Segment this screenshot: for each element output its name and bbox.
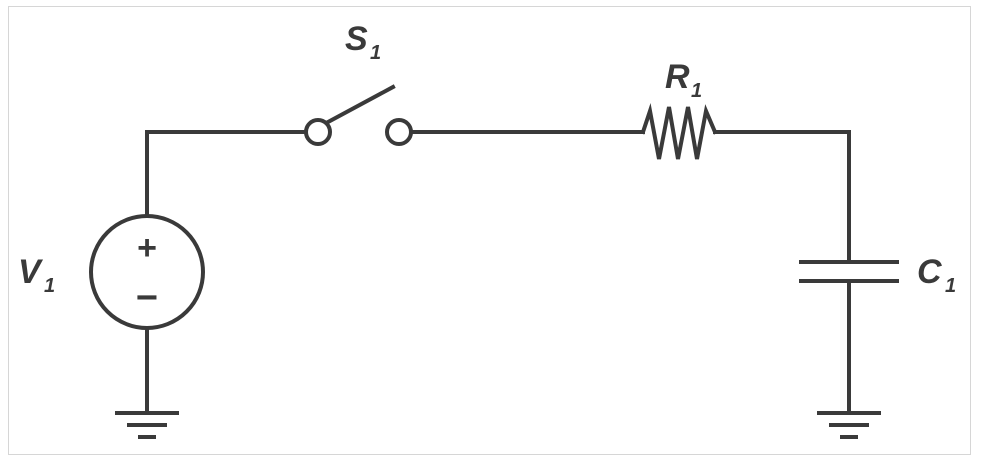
diagram-frame: [8, 6, 971, 455]
capacitor: [799, 260, 899, 283]
resistor: [640, 103, 718, 160]
label-s1-letter: S: [345, 20, 368, 58]
circuit-wires: [145, 130, 851, 415]
label-v1-index: 1: [44, 275, 55, 297]
switch-left-terminal: [304, 118, 332, 146]
voltage-source-circle: [89, 214, 205, 330]
ground-symbol-right: [817, 411, 881, 439]
ground-symbol-left: [115, 411, 179, 439]
label-v1: V 1: [18, 253, 55, 297]
switch-lever: [325, 84, 396, 125]
label-s1-index: 1: [370, 42, 381, 64]
label-s1: S 1: [345, 20, 381, 64]
wire-top-right: [713, 130, 851, 264]
label-c1-index: 1: [945, 275, 956, 297]
voltage-source-minus: −: [136, 277, 158, 319]
label-c1-letter: C: [917, 253, 942, 291]
label-v1-letter: V: [18, 253, 44, 291]
label-c1: C 1: [917, 253, 956, 297]
voltage-source-plus: +: [137, 229, 157, 267]
label-r1: R 1: [665, 58, 702, 102]
label-r1-letter: R: [665, 58, 690, 96]
voltage-source: + −: [89, 214, 205, 330]
switch-right-terminal: [385, 118, 413, 146]
switch: [304, 84, 413, 146]
label-r1-index: 1: [691, 80, 702, 102]
